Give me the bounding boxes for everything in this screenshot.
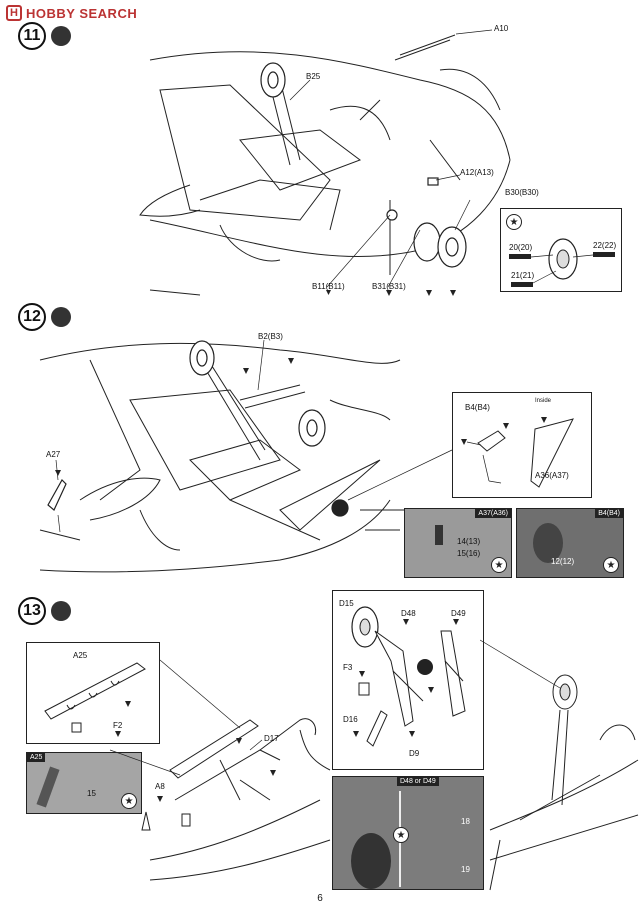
step-12-photo-2: B4(B4) 12(12) ★ (516, 508, 624, 578)
step-12-number: 12 (18, 303, 46, 331)
glue-icon (51, 601, 71, 621)
star-marking-icon: ★ (491, 557, 507, 573)
photo-1-decal-a: 15 (87, 789, 96, 798)
watermark-header: H HOBBY SEARCH (6, 4, 137, 22)
decal-inset-box: ★ 20(20) 22(22) 21(21) (500, 208, 622, 292)
part-d9-label: D9 (409, 749, 420, 758)
part-a8-label: A8 (155, 782, 165, 791)
part-d16-label: D16 (343, 715, 358, 724)
glue-icon (51, 307, 71, 327)
step-11-drawing (139, 29, 511, 296)
site-name: HOBBY SEARCH (26, 5, 138, 21)
part-b11-label: B11(B11) (312, 282, 345, 291)
decal-22-label: 22(22) (593, 241, 617, 250)
step-13-number: 13 (18, 597, 46, 625)
step-11-number: 11 (18, 22, 46, 50)
part-b31-label: B31(B31) (372, 282, 406, 291)
part-d15-label: D15 (339, 599, 354, 608)
gear-assembly-drawing (351, 606, 466, 747)
photo-wheel-shape (351, 833, 391, 889)
part-b2-label: B2(B3) (258, 332, 283, 341)
decal-21-label: 21(21) (511, 271, 535, 280)
decal-wheel-drawing (509, 238, 615, 287)
step-13-left-drawing (109, 659, 331, 881)
photo-1-decal-a: 14(13) (457, 537, 481, 546)
step-12-inset-box: B4(B4) Inside A36(A37) (452, 392, 592, 498)
part-d17-label: D17 (264, 734, 279, 743)
glue-icon (51, 26, 71, 46)
photo-2-decal-b: 19 (461, 865, 470, 874)
part-a25-label: A25 (73, 651, 88, 660)
star-marking-icon: ★ (603, 557, 619, 573)
step-13-right-drawing (480, 639, 639, 891)
part-d49-label: D49 (451, 609, 466, 618)
page-number: 6 (317, 893, 323, 904)
decal-20-label: 20(20) (509, 243, 533, 252)
part-d48-label: D48 (401, 609, 416, 618)
photo-1-decal-b: 15(16) (457, 549, 481, 558)
part-b4-label: B4(B4) (465, 403, 490, 412)
step-13-inset-box: A25 F2 (26, 642, 160, 744)
part-a27-label: A27 (46, 450, 61, 459)
part-b30-label: B30(B30) (505, 188, 539, 197)
photo-2-decal-a: 12(12) (551, 557, 575, 566)
photo-1-tag: A25 (27, 753, 46, 762)
inside-label: Inside (535, 398, 552, 404)
hobby-search-logo-icon: H (6, 5, 22, 21)
part-a12-label: A12(A13) (460, 168, 494, 177)
inset-door-drawing (44, 662, 146, 737)
photo-2-tag: B4(B4) (595, 509, 623, 518)
photo-2-decal-a: 18 (461, 817, 470, 826)
star-marking-icon: ★ (121, 793, 137, 809)
photo-wheel-shape (533, 523, 563, 563)
step-13-photo-1: A25 15 ★ (26, 752, 142, 814)
star-marking-icon: ★ (393, 827, 409, 843)
part-a36-label: A36(A37) (535, 471, 569, 480)
part-b25-label: B25 (306, 72, 321, 81)
photo-2-tag: D48 or D49 (397, 777, 439, 786)
step-13-photo-2: D48 or D49 18 19 ★ (332, 776, 484, 890)
step-13-gear-inset-box: D15 D48 D49 F3 D16 D9 (332, 590, 484, 770)
part-f3-label: F3 (343, 663, 353, 672)
photo-bracket-shape (435, 525, 443, 545)
step-12-photo-1: A37(A36) 14(13) 15(16) ★ (404, 508, 512, 578)
star-marking-icon: ★ (506, 214, 522, 230)
photo-1-tag: A37(A36) (475, 509, 511, 518)
part-a10-label: A10 (494, 24, 509, 33)
step-12-drawing (39, 339, 453, 573)
inset-door-drawing (461, 417, 574, 488)
part-f2-label: F2 (113, 721, 123, 730)
